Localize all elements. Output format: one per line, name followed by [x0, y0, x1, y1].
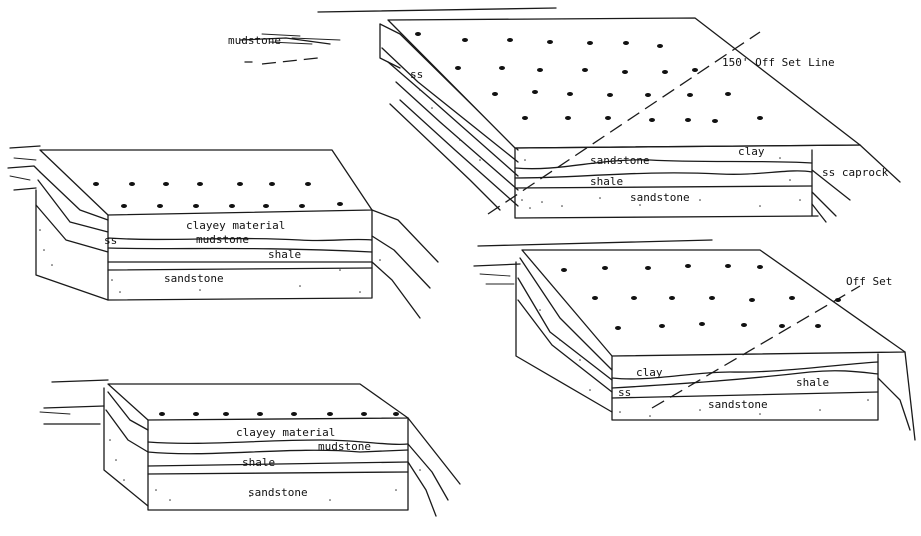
- label-caprock: ss caprock: [822, 166, 889, 179]
- label-shale: shale: [590, 175, 623, 188]
- label-clayey-material: clayey material: [236, 426, 335, 439]
- label-sandstone: sandstone: [708, 398, 768, 411]
- label-sandstone-upper: sandstone: [590, 154, 650, 167]
- block-lower-left: clayey material mudstone shale sandstone: [40, 380, 460, 516]
- label-shale: shale: [268, 248, 301, 261]
- label-shale: shale: [796, 376, 829, 389]
- label-offset-line: 150' Off Set Line: [722, 56, 835, 69]
- label-sandstone: sandstone: [248, 486, 308, 499]
- label-sandstone: sandstone: [164, 272, 224, 285]
- label-ss: ss: [618, 386, 631, 399]
- label-ss: ss: [410, 68, 423, 81]
- label-sandstone-lower: sandstone: [630, 191, 690, 204]
- shale-contact: [148, 462, 408, 466]
- mudstone-dash-line: [262, 58, 318, 64]
- label-mudstone: mudstone: [196, 233, 249, 246]
- label-mudstone: mudstone: [318, 440, 371, 453]
- top-surface: [40, 150, 372, 215]
- label-clayey-material: clayey material: [186, 219, 285, 232]
- block-lower-right: Off Set clay ss shale sandstone: [474, 240, 915, 440]
- top-surface: [388, 18, 860, 148]
- label-mudstone: mudstone: [228, 34, 281, 47]
- left-side: [36, 190, 108, 300]
- top-surface: [522, 250, 905, 356]
- label-clay: clay: [738, 145, 765, 158]
- label-clay: clay: [636, 366, 663, 379]
- shale-contact: [515, 186, 812, 188]
- block-left-middle: clayey material mudstone ss shale sandst…: [8, 146, 438, 318]
- label-offset: Off Set: [846, 275, 892, 288]
- label-ss: ss: [104, 234, 117, 247]
- clay-contact: [515, 160, 812, 169]
- label-shale: shale: [242, 456, 275, 469]
- terrain-back-line: [318, 8, 556, 12]
